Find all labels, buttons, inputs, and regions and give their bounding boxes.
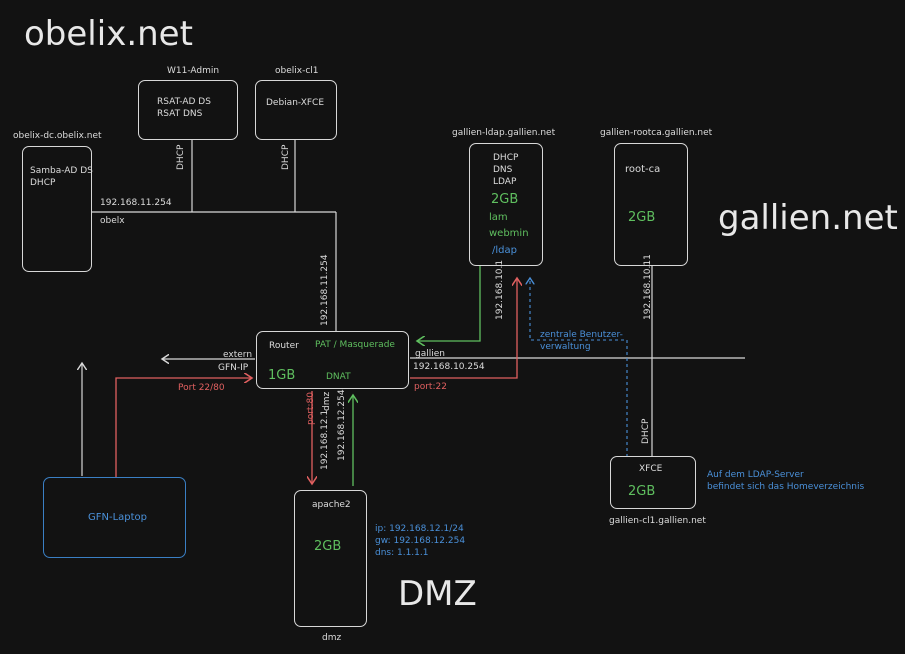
obelix-net-label: obelx bbox=[100, 216, 125, 226]
ldap-ip: 192.168.10.1 bbox=[495, 259, 505, 320]
ldap-label: gallien-ldap.gallien.net bbox=[452, 128, 556, 138]
obelix-dc-ip: 192.168.11.254 bbox=[100, 198, 172, 208]
ldap-path: /ldap bbox=[492, 245, 517, 256]
apache-info-gw: gw: 192.168.12.254 bbox=[375, 536, 466, 546]
user-mgmt-line-1: zentrale Benutzer- bbox=[540, 330, 623, 340]
ldap-app-lam: lam bbox=[489, 212, 508, 223]
router-box[interactable]: Router PAT / Masquerade 1GB DNAT bbox=[256, 331, 409, 389]
client-ram: 2GB bbox=[628, 484, 656, 499]
apache-box[interactable]: apache2 2GB bbox=[294, 490, 367, 627]
gfn-laptop-box[interactable]: GFN-Laptop bbox=[43, 477, 186, 558]
dmz-apache-ip: 192.168.12.1 bbox=[320, 409, 330, 470]
client-name: XFCE bbox=[639, 464, 663, 474]
apache-net-label: dmz bbox=[322, 633, 342, 643]
obelix-cl1-line: Debian-XFCE bbox=[266, 98, 325, 108]
apache-name: apache2 bbox=[312, 500, 351, 510]
dmz-net-label: dmz bbox=[322, 391, 332, 411]
port22-arrow bbox=[410, 278, 517, 379]
client-note-2: befindet sich das Homeverzeichnis bbox=[707, 482, 865, 492]
router-obelix-ip: 192.168.11.254 bbox=[320, 254, 330, 326]
rootca-ip: 192.168.10.11 bbox=[643, 254, 653, 320]
user-mgmt-line-2: verwaltung bbox=[540, 342, 591, 352]
client-dhcp: DHCP bbox=[641, 418, 651, 444]
obelix-dc-box[interactable]: Samba-AD DS DHCP bbox=[22, 146, 93, 272]
w11-dhcp: DHCP bbox=[176, 144, 186, 170]
obelix-dc-line-1: Samba-AD DS bbox=[30, 166, 93, 176]
obelix-cl1-label: obelix-cl1 bbox=[275, 66, 319, 76]
cl1-dhcp: DHCP bbox=[281, 144, 291, 170]
obelix-dc-line-2: DHCP bbox=[30, 178, 56, 188]
router-ram: 1GB bbox=[268, 368, 296, 383]
router-name: Router bbox=[269, 341, 299, 351]
gallien-title: gallien.net bbox=[718, 198, 898, 238]
gallien-net-label: gallien bbox=[415, 349, 445, 359]
router-dnat: DNAT bbox=[326, 372, 351, 382]
rootca-ram: 2GB bbox=[628, 210, 656, 225]
port22-label: port:22 bbox=[414, 382, 447, 392]
dmz-title: DMZ bbox=[398, 574, 477, 614]
obelix-title: obelix.net bbox=[24, 14, 193, 54]
gallien-router-ip: 192.168.10.254 bbox=[413, 362, 485, 372]
obelix-dc-label: obelix-dc.obelix.net bbox=[13, 131, 102, 141]
client-label: gallien-cl1.gallien.net bbox=[609, 516, 706, 526]
w11-line-1: RSAT-AD DS bbox=[157, 97, 211, 107]
rootca-name: root-ca bbox=[625, 164, 661, 175]
router-pat: PAT / Masquerade bbox=[315, 340, 395, 350]
gfn-port-arrow bbox=[115, 378, 252, 477]
obelix-cl1-box[interactable]: Debian-XFCE bbox=[255, 80, 337, 140]
w11-line-2: RSAT DNS bbox=[157, 109, 203, 119]
ldap-server-box[interactable]: DHCP DNS LDAP 2GB lam webmin /ldap bbox=[469, 143, 543, 266]
apache-info-dns: dns: 1.1.1.1 bbox=[375, 548, 429, 558]
dmz-gw-ip: 192.168.12.254 bbox=[337, 389, 347, 461]
gfn-port-label: Port 22/80 bbox=[178, 383, 225, 393]
ldap-line-1: DHCP bbox=[493, 153, 519, 163]
client-note-1: Auf dem LDAP-Server bbox=[707, 470, 804, 480]
ldap-app-webmin: webmin bbox=[489, 228, 529, 239]
ldap-ram: 2GB bbox=[491, 192, 519, 207]
w11-admin-box[interactable]: RSAT-AD DS RSAT DNS bbox=[138, 80, 238, 140]
ldap-green-arrow bbox=[417, 266, 481, 341]
rootca-box[interactable]: root-ca 2GB bbox=[614, 143, 688, 266]
user-mgmt-link bbox=[530, 278, 628, 457]
gfn-laptop-name: GFN-Laptop bbox=[88, 512, 148, 523]
ldap-line-2: DNS bbox=[493, 165, 513, 175]
apache-ram: 2GB bbox=[314, 539, 342, 554]
gfn-ip-label: GFN-IP bbox=[218, 363, 249, 373]
extern-label: extern bbox=[223, 350, 253, 360]
gallien-client-box[interactable]: XFCE 2GB bbox=[610, 456, 696, 509]
port80-label: port:80 bbox=[306, 392, 316, 425]
apache-info-ip: ip: 192.168.12.1/24 bbox=[375, 524, 464, 534]
rootca-label: gallien-rootca.gallien.net bbox=[600, 128, 713, 138]
w11-label: W11-Admin bbox=[167, 66, 220, 76]
ldap-line-3: LDAP bbox=[493, 177, 517, 187]
